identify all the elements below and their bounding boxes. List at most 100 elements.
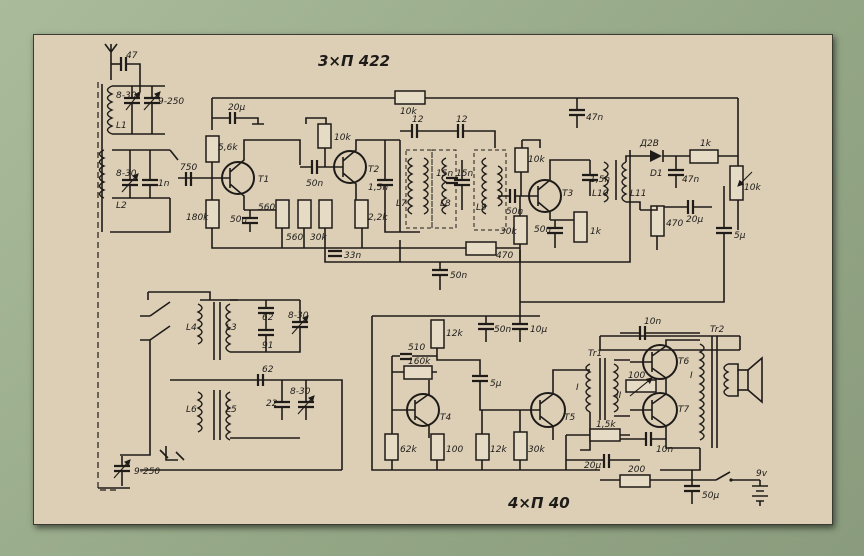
label-antenna-cap: 47 xyxy=(126,51,138,61)
label-coil-l1: L1 xyxy=(116,121,127,131)
resistor-160k xyxy=(403,365,433,380)
label-battery: 9v xyxy=(756,469,768,479)
cap-50n-b xyxy=(300,160,338,174)
label-r-180k: 180k xyxy=(186,213,209,223)
power-switch xyxy=(715,471,760,482)
label-cap-5u-a: 5μ xyxy=(734,231,746,241)
cap-20u-a xyxy=(212,112,264,125)
cap-33n xyxy=(324,240,401,263)
label-t4: T4 xyxy=(440,413,451,423)
label-trimmer-top: 8-30 xyxy=(116,91,137,101)
capacitor-1n xyxy=(142,150,158,198)
coil-l7 xyxy=(405,149,433,229)
resistor-30k-c xyxy=(513,410,528,470)
label-coil-l2: L2 xyxy=(116,201,127,211)
label-r-160k: 160k xyxy=(408,357,431,367)
label-r-1k-b: 1k xyxy=(700,139,712,149)
label-r-12k-a: 12k xyxy=(446,329,463,339)
cap-62-b xyxy=(256,374,265,386)
label-cap-10n-a: 10n xyxy=(644,317,661,327)
label-coil-l11: L11 xyxy=(630,189,646,199)
resistor-200 xyxy=(600,474,716,488)
cap-50n-c xyxy=(498,189,530,203)
label-tr2: Tr2 xyxy=(710,325,724,335)
coil-l9 xyxy=(473,149,507,231)
label-cap-15n-b: 15n xyxy=(436,169,453,179)
cap-10n-a xyxy=(620,326,700,340)
label-tuning-cap-bottom: 9-250 xyxy=(134,467,160,477)
label-r-62k: 62k xyxy=(400,445,417,455)
label-r-15k: 1,5k xyxy=(596,420,616,430)
label-cap-15n-c: 15n xyxy=(456,169,473,179)
cap-12-a xyxy=(400,124,446,138)
label-cap-5u-b: 5μ xyxy=(490,379,502,389)
cap-50n-d xyxy=(547,220,563,248)
label-coil-l8: L8 xyxy=(440,199,451,209)
resistor-560-b xyxy=(297,199,312,229)
resistor-10k-t2 xyxy=(317,123,332,149)
transistor-t6 xyxy=(630,339,700,386)
cap-91 xyxy=(258,328,274,352)
cap-10n-b xyxy=(620,432,666,446)
cap-5u-b xyxy=(472,374,536,411)
cap-12-b xyxy=(446,124,496,148)
label-diode-type: Д2В xyxy=(639,139,659,149)
label-coil-l9: L9 xyxy=(476,203,487,213)
label-r-30k-a: 30k xyxy=(310,233,327,243)
trimmer-mid xyxy=(121,150,139,198)
cap-15n-c xyxy=(454,160,470,210)
cap-50u xyxy=(684,470,700,504)
af-stage-title: 4×П 40 xyxy=(507,494,570,512)
label-r-12k-b: 12k xyxy=(490,445,507,455)
label-r-22k: 2,2k xyxy=(368,213,388,223)
label-cap-1n: 1n xyxy=(158,179,170,189)
label-tr1-winding-1: I xyxy=(576,383,579,393)
resistor-560-a xyxy=(275,199,290,229)
label-r-560-a: 560 xyxy=(258,203,275,213)
transformer-tr2 xyxy=(698,336,730,448)
cap-5u-a xyxy=(520,186,732,303)
tuning-cap-top xyxy=(143,86,161,134)
label-cap-510: 510 xyxy=(408,343,425,353)
transistor-t4 xyxy=(392,380,440,438)
label-r-30k-c: 30k xyxy=(528,445,545,455)
cap-50n-f xyxy=(478,316,494,342)
cap-1-5n-a xyxy=(377,140,420,233)
cap-510 xyxy=(400,352,412,361)
label-cap-50n-c: 50n xyxy=(506,207,523,217)
transistor-t1 xyxy=(212,150,255,210)
resistor-10k-fb xyxy=(394,90,426,105)
resistor-2-2k xyxy=(354,199,369,229)
resistor-12k-b xyxy=(475,410,490,470)
label-cap-15n-a: 1,5n xyxy=(368,183,388,193)
label-coil-l3: L3 xyxy=(226,323,237,333)
label-trimmer-b: 8-30 xyxy=(288,311,309,321)
label-coil-l10: L10 xyxy=(592,189,609,199)
transistor-t5 xyxy=(530,369,590,440)
label-cap-50n-e: 50n xyxy=(450,271,467,281)
cap-20u-b xyxy=(664,200,712,214)
coil-l11 xyxy=(615,160,628,203)
label-r-470-a: 470 xyxy=(496,251,513,261)
coil-l5 xyxy=(213,390,232,441)
label-coil-l5: L5 xyxy=(226,405,237,415)
resistor-1k-b xyxy=(689,98,739,164)
cap-50n-e xyxy=(432,262,448,290)
resistor-10k-t3 xyxy=(514,147,529,173)
cap-10u xyxy=(512,316,528,342)
label-r-200: 200 xyxy=(628,465,645,475)
label-coil-l7: L7 xyxy=(396,199,407,209)
trimmer-top xyxy=(124,86,141,134)
label-r-30k-b: 30k xyxy=(500,227,517,237)
label-cap-12-b: 12 xyxy=(456,115,468,125)
label-cap-750: 750 xyxy=(180,163,197,173)
label-tr1: Tr1 xyxy=(588,349,602,359)
label-cap-91: 91 xyxy=(262,341,273,351)
cap-1-5n-d xyxy=(582,160,598,196)
label-trimmer-mid: 8-30 xyxy=(116,169,137,179)
resistor-1k-a xyxy=(573,211,588,243)
label-cap-62-a: 62 xyxy=(262,313,274,323)
label-t6: T6 xyxy=(678,357,689,367)
label-r-1k-a: 1k xyxy=(590,227,602,237)
